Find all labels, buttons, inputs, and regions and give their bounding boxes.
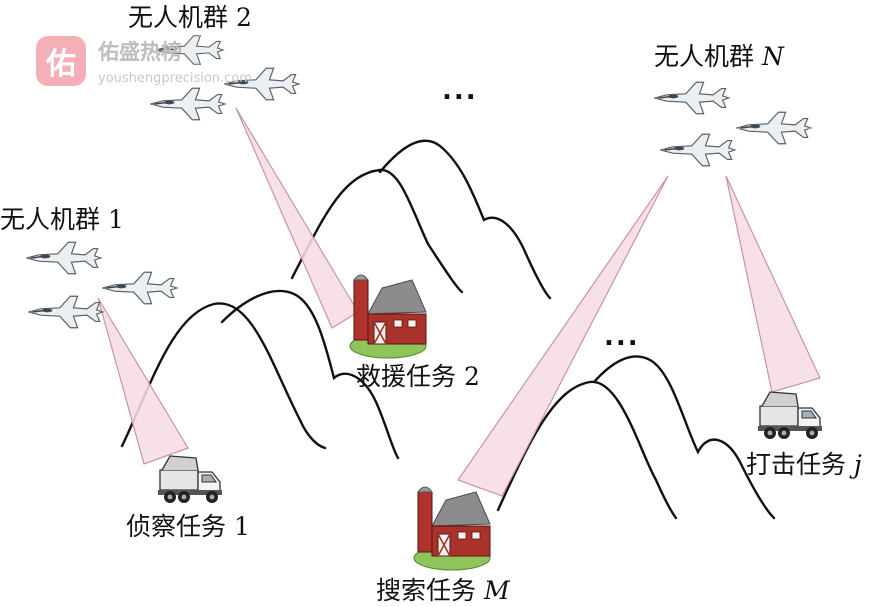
mountain-middle-outer — [290, 168, 464, 294]
label-text: 打击任务 — [746, 450, 854, 479]
beam-groupN-strike — [725, 175, 821, 393]
jet-aircraft-icon — [735, 111, 812, 145]
barn-icon-search — [413, 486, 491, 571]
jet-aircraft-icon — [149, 87, 226, 121]
beam-group2-rescue — [235, 107, 359, 329]
label-var: N — [761, 42, 784, 71]
mountain-ridges — [120, 139, 776, 520]
watermark-name: 佑盛热榜 — [98, 40, 182, 64]
label-uav-group-n: 无人机群 N — [654, 44, 784, 69]
label-uav-group-2: 无人机群 2 — [128, 5, 252, 30]
ellipsis-middle: ... — [604, 322, 640, 352]
label-text: 侦察任务 — [126, 512, 234, 541]
aircraft-group-1 — [25, 241, 178, 329]
dump-truck-icon-recon — [157, 455, 223, 504]
label-var: 2 — [235, 3, 252, 32]
mountain-left-inner — [220, 289, 400, 460]
label-var: M — [483, 576, 510, 605]
beam-group1-recon — [97, 297, 189, 465]
label-strike-mission: 打击任务 j — [746, 452, 862, 477]
jet-aircraft-icon — [25, 241, 102, 275]
label-text: 搜索任务 — [376, 576, 484, 605]
jet-aircraft-icon — [653, 81, 730, 115]
dump-truck-icon-strike — [757, 391, 823, 440]
jet-aircraft-icon — [101, 271, 178, 305]
label-recon-mission: 侦察任务 1 — [126, 514, 250, 539]
beam-groupN-search — [457, 175, 669, 497]
mountain-left-outer — [120, 302, 327, 450]
label-text: 救援任务 — [356, 362, 464, 391]
watermark-url: youshengprecision.com — [98, 71, 252, 86]
jet-aircraft-icon — [27, 295, 104, 329]
watermark-logo: 佑 — [36, 36, 86, 86]
label-var: j — [853, 450, 862, 479]
barn-icon-rescue — [349, 274, 427, 359]
label-uav-group-1: 无人机群 1 — [0, 207, 124, 232]
mountain-right-outer — [496, 380, 678, 520]
label-rescue-mission: 救援任务 2 — [356, 364, 480, 389]
mountain-right-inner — [592, 355, 776, 520]
label-text: 无人机群 — [128, 3, 236, 32]
label-var: 1 — [107, 205, 124, 234]
label-text: 无人机群 — [654, 42, 762, 71]
label-search-mission: 搜索任务 M — [376, 578, 510, 603]
jet-aircraft-icon — [659, 133, 736, 167]
label-var: 2 — [463, 362, 480, 391]
label-var: 1 — [233, 512, 250, 541]
mountain-middle-inner — [378, 139, 552, 300]
label-text: 无人机群 — [0, 205, 108, 234]
sensing-beams — [97, 107, 821, 497]
aircraft-group-n — [653, 81, 812, 167]
ellipsis-top: ... — [442, 76, 478, 106]
